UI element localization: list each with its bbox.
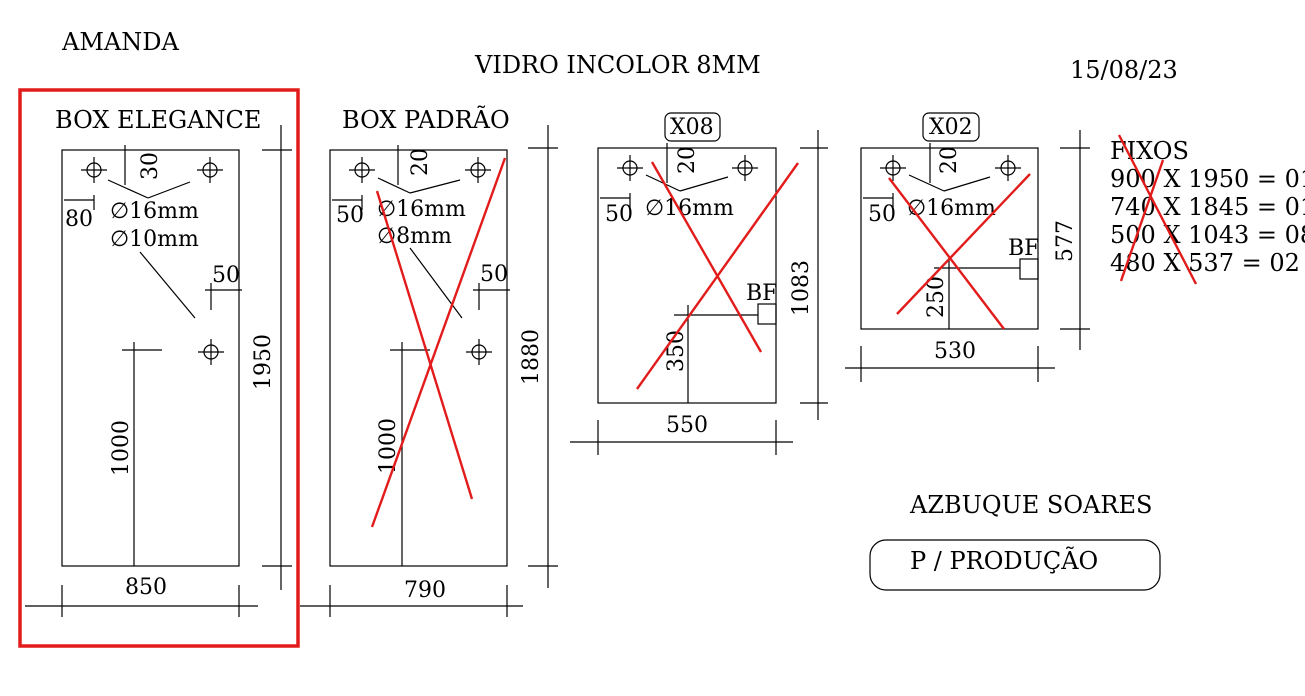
cross-out-line xyxy=(650,161,763,353)
fixos-item: 740 X 1845 = 01 xyxy=(1110,193,1305,221)
handle-offset: 50 xyxy=(212,263,240,288)
hole-diameter: ∅16mm xyxy=(907,196,996,221)
tag-box xyxy=(922,112,980,142)
cross-out-line xyxy=(370,157,507,528)
hole-diameter: ∅16mm xyxy=(645,196,734,221)
fixos-item: 900 X 1950 = 01 xyxy=(1110,165,1305,193)
fixos-item: 500 X 1043 = 08 xyxy=(1110,221,1305,249)
width-dim: 790 xyxy=(404,578,446,603)
width-dim: 850 xyxy=(125,575,167,600)
bf-hinge xyxy=(1019,258,1039,280)
production-stamp: P / PRODUÇÃO xyxy=(869,539,1161,591)
glass-outline xyxy=(597,147,777,404)
material-label: VIDRO INCOLOR 8MM xyxy=(474,51,761,79)
hole-diameter-large: ∅16mm xyxy=(110,199,199,224)
hole-left xyxy=(349,157,375,183)
side-offset: 50 xyxy=(605,202,633,227)
cross-out-line xyxy=(636,162,799,390)
handle-offset: 50 xyxy=(480,262,508,287)
handle-height: 1000 xyxy=(376,418,401,474)
hole-top-offset: 20 xyxy=(675,146,700,174)
highlight-frame xyxy=(18,88,300,648)
side-offset: 50 xyxy=(336,203,364,228)
panel-title: BOX PADRÃO xyxy=(342,105,510,134)
fixos-list: FIXOS 900 X 1950 = 01 740 X 1845 = 01 50… xyxy=(1110,134,1305,285)
bf-height: 350 xyxy=(664,330,689,372)
panel-x02[interactable]: X02 20 50 ∅16mm BF 250 530 577 xyxy=(845,112,1090,382)
height-dim: 1950 xyxy=(251,334,276,390)
date-label: 15/08/23 xyxy=(1070,56,1178,84)
hole-left xyxy=(617,155,643,181)
panel-tag: X02 xyxy=(929,115,973,140)
fixos-item: 480 X 537 = 02 xyxy=(1110,249,1300,277)
production-label: P / PRODUÇÃO xyxy=(910,546,1098,575)
cross-out-line xyxy=(375,190,474,500)
side-offset: 80 xyxy=(65,207,93,232)
width-dim: 550 xyxy=(666,413,708,438)
panel-tag: X08 xyxy=(670,115,714,140)
height-dim: 1083 xyxy=(789,260,814,316)
hole-diameter-small: ∅10mm xyxy=(110,227,199,252)
cross-out-line xyxy=(1117,134,1198,285)
hole-right xyxy=(465,157,491,183)
width-dim: 530 xyxy=(934,339,976,364)
bf-hinge xyxy=(757,303,777,325)
client-name: AMANDA xyxy=(61,28,179,56)
hole-right xyxy=(732,155,758,181)
hole-left xyxy=(81,157,107,183)
panel-box-padrao[interactable]: BOX PADRÃO 20 50 ∅16mm ∅8mm 50 1000 790 xyxy=(300,105,558,617)
hole-diameter-large: ∅16mm xyxy=(377,197,466,222)
glass-outline xyxy=(329,149,508,567)
bf-height: 250 xyxy=(924,276,949,318)
hole-top-offset: 20 xyxy=(937,146,962,174)
panel-box-elegance[interactable]: BOX ELEGANCE 30 80 ∅16mm ∅10mm 50 1000 xyxy=(18,88,300,648)
height-dim: 1880 xyxy=(519,329,544,385)
bf-label: BF xyxy=(746,281,777,306)
glass-outline xyxy=(61,149,240,567)
hole-handle xyxy=(198,339,224,365)
handle-height: 1000 xyxy=(109,420,134,476)
cross-out-line xyxy=(1119,159,1165,282)
bf-label: BF xyxy=(1008,236,1039,261)
hole-right xyxy=(197,157,223,183)
hole-top-offset: 20 xyxy=(408,148,433,176)
hole-left xyxy=(880,155,906,181)
cross-out-line xyxy=(888,177,1005,330)
panel-title: BOX ELEGANCE xyxy=(55,106,261,134)
tag-box xyxy=(664,112,721,142)
panel-x08[interactable]: X08 20 50 ∅16mm BF 350 550 1083 xyxy=(570,112,828,455)
cross-out-line xyxy=(896,173,1031,315)
hole-right xyxy=(995,155,1021,181)
supplier-name: AZBUQUE SOARES xyxy=(909,491,1152,519)
hole-top-offset: 30 xyxy=(138,152,163,180)
side-offset: 50 xyxy=(868,202,896,227)
hole-handle xyxy=(466,339,492,365)
height-dim: 577 xyxy=(1053,220,1078,262)
